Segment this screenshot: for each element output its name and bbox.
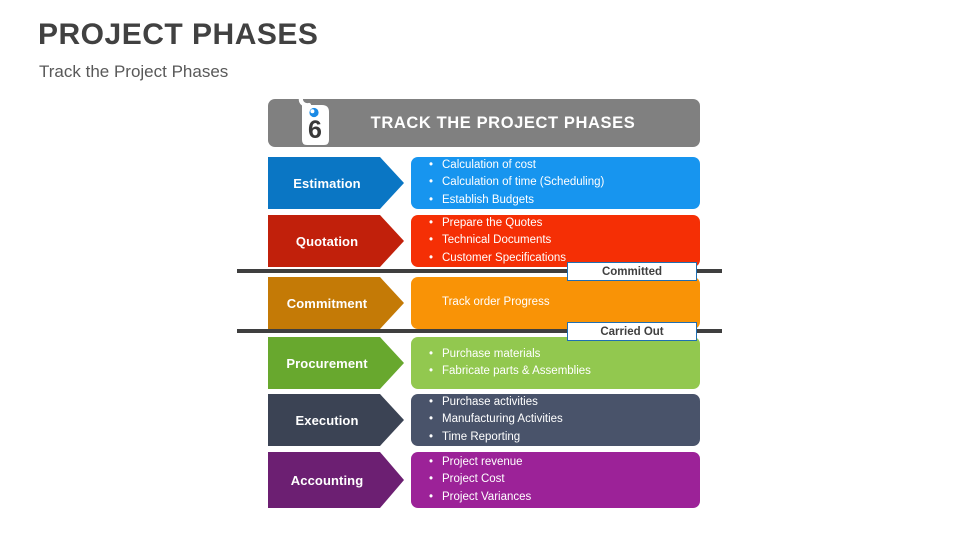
bullet-dot-icon: •	[429, 490, 434, 503]
phase-label-shape	[268, 394, 404, 446]
divider-label-carried-out: Carried Out	[567, 322, 697, 341]
phase-bullet-item: • Customer Specifications	[429, 250, 700, 268]
phase-bullet-text: Purchase materials	[442, 347, 541, 360]
phase-label-text: Estimation	[293, 175, 361, 191]
phase-label-text: Commitment	[286, 295, 368, 311]
phase-content-procurement: • Purchase materials • Fabricate parts & As…	[411, 337, 700, 389]
phase-bullet-text: Purchase activities	[442, 395, 538, 408]
phase-label-text: Accounting	[290, 472, 364, 488]
bullet-dot-icon: •	[429, 395, 434, 408]
phase-row: Execution • Purchase activities • Manufactur…	[0, 394, 960, 446]
page-title: PROJECT PHASES	[38, 18, 319, 51]
phase-bullet-text: Technical Documents	[442, 234, 552, 247]
phase-label-shape	[268, 337, 404, 389]
phase-label-procurement[interactable]: Procurement	[268, 337, 404, 389]
phase-bullet-item: • Purchase activities	[429, 394, 700, 412]
phase-label-shape	[268, 452, 404, 508]
phase-content-estimation: • Calculation of cost • Calculation of time…	[411, 157, 700, 209]
phase-content-accounting: • Project revenue • Project Cost • Project Va…	[411, 452, 700, 508]
phase-bullet-item: • Purchase materials	[429, 346, 700, 364]
phase-label-execution[interactable]: Execution	[268, 394, 404, 446]
phase-label-text: Procurement	[286, 355, 368, 371]
tag-icon-number: 6	[308, 116, 322, 144]
phase-bullet-item: • Project Cost	[429, 471, 700, 489]
phase-bullet-text: Calculation of cost	[442, 158, 536, 171]
phase-content-quotation: •Prepare the Quotes•Technical Documents•…	[411, 215, 700, 267]
phase-bullet-text: Prepare the Quotes	[442, 216, 543, 229]
phase-label-shape	[268, 157, 404, 209]
phase-bullet-text: Project revenue	[442, 455, 523, 468]
phase-bullet-text: Calculation of time (Scheduling)	[442, 176, 605, 189]
phase-content-execution: • Purchase activities • Manufacturing Activ…	[411, 394, 700, 446]
phase-label-commitment[interactable]: Commitment	[268, 277, 404, 329]
phase-content-commitment: Track order Progress	[411, 277, 700, 329]
phase-bullet-item: • Project Variances	[429, 489, 700, 507]
banner-title: TRACK THE PROJECT PHASES	[370, 114, 636, 132]
phase-bullet-item: • Manufacturing Activities	[429, 411, 700, 429]
bullet-dot-icon: •	[429, 176, 434, 189]
bullet-dot-icon: •	[429, 193, 434, 206]
divider-line	[237, 269, 722, 273]
bullet-dot-icon: •	[429, 473, 434, 486]
phase-bullet-item: • Establish Budgets	[429, 192, 700, 210]
phase-bullet-text: Fabricate parts & Assemblies	[442, 365, 591, 377]
bullet-dot-icon: •	[429, 347, 434, 360]
phase-label-shape	[268, 277, 404, 329]
tag-icon: 6	[298, 89, 329, 145]
phase-row: Estimation • Calculation of cost • Calculati…	[0, 157, 960, 209]
phase-bullet-text: Customer Specifications	[442, 251, 566, 264]
phase-label-shape	[268, 215, 404, 267]
bullet-dot-icon: •	[429, 430, 434, 443]
bullet-dot-icon: •	[429, 158, 434, 171]
bullet-dot-icon: •	[429, 413, 434, 426]
phase-label-accounting[interactable]: Accounting	[268, 452, 404, 508]
phase-bullet-item: • Calculation of cost	[429, 157, 700, 175]
phase-label-quotation[interactable]: Quotation	[268, 215, 404, 267]
phase-bullet-text: Project Cost	[442, 473, 505, 486]
phase-row: Commitment Track order Progress	[0, 277, 960, 329]
page-subtitle: Track the Project Phases	[39, 62, 229, 81]
phase-bullet-item: • Prepare the Quotes	[429, 215, 700, 233]
phase-bullet-item: • Calculation of time (Scheduling)	[429, 174, 700, 192]
phase-label-estimation[interactable]: Estimation	[268, 157, 404, 209]
phase-row: Accounting•Project revenue•Project Cost•…	[0, 452, 960, 508]
phase-bullet-text: Manufacturing Activities	[442, 413, 563, 426]
bullet-dot-icon: •	[429, 455, 434, 468]
diagram-banner: TRACK THE PROJECT PHASES 6	[268, 89, 700, 147]
phase-row: Quotation • Prepare the Quotes • Technical D…	[0, 215, 960, 267]
divider-line	[237, 329, 722, 333]
bullet-dot-icon: •	[429, 365, 434, 377]
phase-bullet-text: Project Variances	[442, 490, 532, 503]
phase-bullet-item: • Technical Documents	[429, 232, 700, 250]
bullet-dot-icon: •	[429, 216, 434, 229]
phase-bullet-item: • Fabricate parts & Assemblies	[429, 363, 700, 381]
phase-bullet-item: • Time Reporting	[429, 429, 700, 447]
phase-bullet-text: Time Reporting	[442, 430, 521, 443]
phase-plain-text: Track order Progress	[442, 296, 550, 309]
phase-bullet-item: • Project revenue	[429, 454, 700, 472]
divider-label-committed: Committed	[567, 262, 697, 281]
phase-row: Procurement • Purchase materials • Fabricate…	[0, 337, 960, 389]
phase-label-text: Execution	[295, 412, 359, 428]
phase-bullet-text: Establish Budgets	[442, 193, 535, 206]
bullet-dot-icon: •	[429, 234, 434, 247]
phase-label-text: Quotation	[295, 233, 359, 249]
bullet-dot-icon: •	[429, 251, 434, 264]
